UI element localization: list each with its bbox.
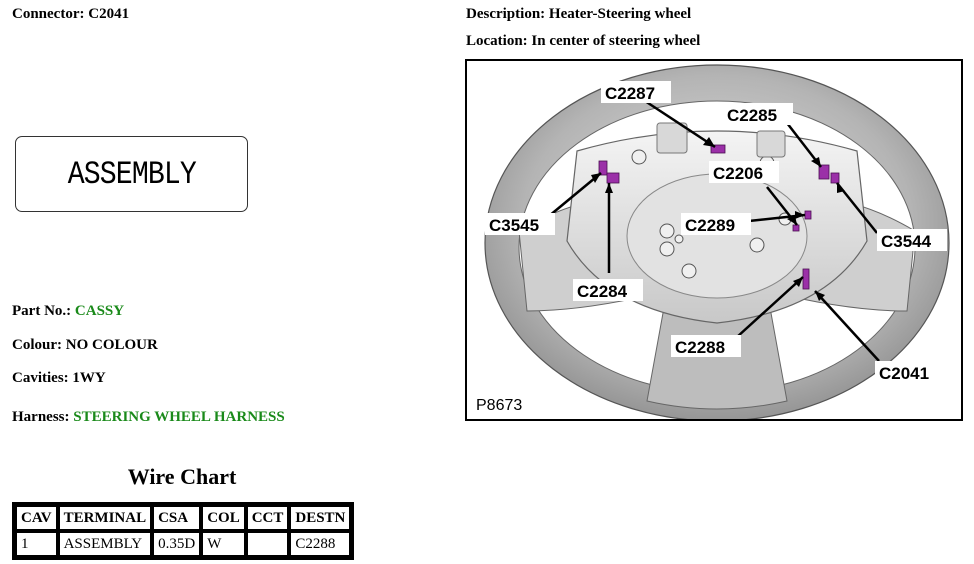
- table-row: 1 ASSEMBLY 0.35D W C2288: [15, 531, 352, 557]
- label-c3545: C3545: [489, 216, 539, 235]
- part-number-field: Part No.: CASSY: [12, 303, 124, 320]
- header-cct: CCT: [245, 505, 290, 531]
- cavities-value: 1WY: [72, 370, 106, 386]
- switch-pack: [756, 130, 786, 158]
- location-field: Location: In center of steering wheel: [466, 33, 700, 50]
- connector-field: Connector: C2041: [12, 6, 129, 23]
- hub-bolts: [631, 149, 792, 279]
- diagram-code: P8673: [473, 397, 526, 415]
- header-destn: DESTN: [289, 505, 352, 531]
- cavities-field: Cavities: 1WY: [12, 370, 106, 387]
- hub-center: [626, 173, 808, 299]
- harness-label: Harness:: [12, 409, 70, 425]
- clock-spring: [656, 122, 688, 154]
- cell-col: W: [201, 531, 246, 557]
- harness-link[interactable]: STEERING WHEEL HARNESS: [73, 409, 285, 425]
- harness-field: Harness: STEERING WHEEL HARNESS: [12, 409, 285, 426]
- label-c2206: C2206: [713, 164, 763, 183]
- wire-chart-title: Wire Chart: [127, 464, 237, 489]
- description-field: Description: Heater-Steering wheel: [466, 6, 691, 23]
- connector-label: Connector:: [12, 6, 85, 22]
- location-label: Location:: [466, 33, 528, 49]
- cell-destn: C2288: [289, 531, 352, 557]
- wire-chart-table: CAV TERMINAL CSA COL CCT DESTN 1 ASSEMBL…: [12, 502, 355, 560]
- part-number-label: Part No.:: [12, 303, 72, 319]
- cavities-label: Cavities:: [12, 370, 69, 386]
- description-label: Description:: [466, 6, 546, 22]
- part-number-link[interactable]: CASSY: [74, 303, 125, 319]
- leader-arrowheads: [591, 137, 845, 301]
- cell-cav: 1: [15, 531, 58, 557]
- label-c2041: C2041: [879, 364, 929, 383]
- connector-image: ASSEMBLY: [15, 136, 248, 212]
- cell-csa: 0.35D: [152, 531, 202, 557]
- description-value: Heater-Steering wheel: [548, 6, 692, 22]
- label-c3544: C3544: [881, 232, 932, 251]
- cell-cct: [245, 531, 290, 557]
- label-c2288: C2288: [675, 338, 725, 357]
- label-c2285: C2285: [727, 106, 777, 125]
- connector-image-text: ASSEMBLY: [67, 155, 196, 193]
- connector-value: C2041: [88, 6, 130, 22]
- diagram-labels: C2287 C2285 C2206 C3545 C2289 C3544 C228…: [485, 81, 947, 383]
- steering-wheel-illustration: C2287 C2285 C2206 C3545 C2289 C3544 C228…: [484, 64, 950, 419]
- label-c2287: C2287: [605, 84, 655, 103]
- colour-field: Colour: NO COLOUR: [12, 337, 158, 354]
- location-value: In center of steering wheel: [531, 33, 701, 49]
- colour-label: Colour:: [12, 337, 62, 353]
- colour-value: NO COLOUR: [65, 337, 158, 353]
- header-csa: CSA: [152, 505, 202, 531]
- header-col: COL: [201, 505, 246, 531]
- label-c2289: C2289: [685, 216, 735, 235]
- steering-wheel-diagram: C2287 C2285 C2206 C3545 C2289 C3544 C228…: [465, 59, 963, 421]
- label-c2284: C2284: [577, 282, 628, 301]
- wire-chart-header-row: CAV TERMINAL CSA COL CCT DESTN: [15, 505, 352, 531]
- header-cav: CAV: [15, 505, 58, 531]
- cell-terminal: ASSEMBLY: [57, 531, 153, 557]
- header-terminal: TERMINAL: [57, 505, 153, 531]
- connector-highlights: [598, 144, 840, 290]
